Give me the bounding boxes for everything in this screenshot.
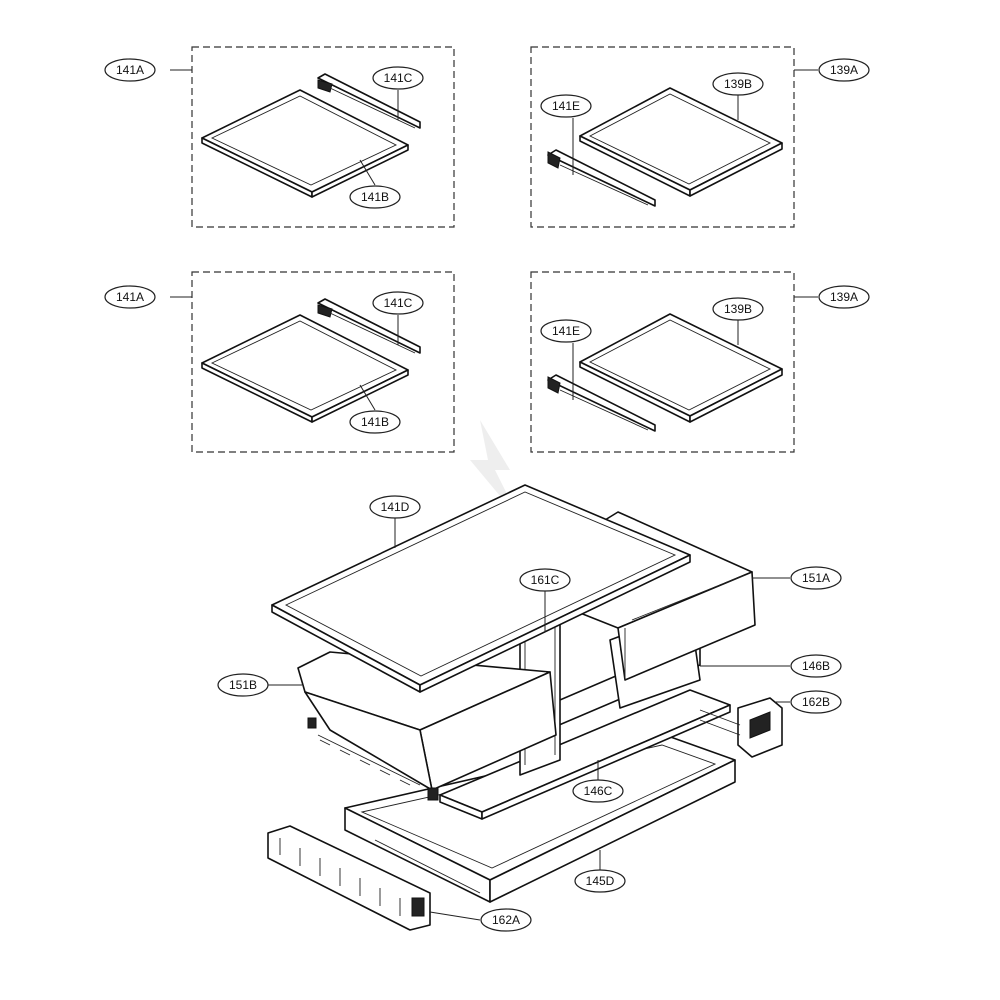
svg-text:146C: 146C (584, 784, 613, 798)
callout-141e-mid: 141E (540, 319, 592, 343)
svg-text:141A: 141A (116, 290, 144, 304)
svg-text:139A: 139A (830, 63, 858, 77)
glass-cover-146c[interactable] (439, 689, 731, 820)
side-bracket-162b[interactable] (699, 697, 783, 758)
shelf-group-141a-mid (170, 271, 455, 453)
shelf-rail-141e[interactable] (547, 149, 656, 207)
callout-141a-mid: 141A (104, 285, 156, 309)
svg-text:141B: 141B (361, 415, 389, 429)
crisper-drawer-151b[interactable] (297, 651, 557, 801)
svg-text:162B: 162B (802, 695, 830, 709)
callout-141c-mid: 141C (372, 291, 424, 315)
callout-139b-mid: 139B (712, 297, 764, 321)
glass-shelf-141b[interactable] (201, 89, 409, 198)
callout-151b: 151B (217, 673, 269, 697)
callout-141b-top: 141B (349, 185, 401, 209)
svg-text:141B: 141B (361, 190, 389, 204)
callout-139a-mid: 139A (818, 285, 870, 309)
shelf-rail-141c[interactable] (317, 73, 421, 129)
front-bracket-162a[interactable] (267, 825, 431, 931)
glass-cover-141d[interactable] (271, 484, 691, 693)
svg-text:141E: 141E (552, 324, 580, 338)
svg-text:146B: 146B (802, 659, 830, 673)
shelf-rail-141e-mid[interactable] (547, 374, 656, 432)
glass-shelf-139b[interactable] (579, 87, 783, 197)
svg-text:141C: 141C (384, 71, 413, 85)
callout-162b: 162B (790, 690, 842, 714)
callout-161c: 161C (519, 568, 571, 592)
glass-shelf-141b-mid[interactable] (201, 314, 409, 423)
svg-text:161C: 161C (531, 573, 560, 587)
svg-text:151A: 151A (802, 571, 830, 585)
callout-141d: 141D (369, 495, 421, 519)
svg-text:151B: 151B (229, 678, 257, 692)
callout-141c-top: 141C (372, 66, 424, 90)
callout-141e-top: 141E (540, 94, 592, 118)
svg-text:141D: 141D (381, 500, 410, 514)
svg-text:139B: 139B (724, 302, 752, 316)
svg-text:162A: 162A (492, 913, 520, 927)
shelf-group-139a-mid (530, 271, 818, 453)
callout-141b-mid: 141B (349, 410, 401, 434)
svg-text:141C: 141C (384, 296, 413, 310)
callout-141a-top: 141A (104, 58, 156, 82)
drawer-tray-145d[interactable] (344, 734, 736, 903)
shelf-group-139a-top (530, 46, 818, 228)
callout-162a: 162A (480, 908, 532, 932)
callout-151a: 151A (790, 566, 842, 590)
glass-shelf-139b-mid[interactable] (579, 313, 783, 423)
svg-text:139B: 139B (724, 77, 752, 91)
callout-146b: 146B (790, 654, 842, 678)
svg-text:141E: 141E (552, 99, 580, 113)
callout-139b-top: 139B (712, 72, 764, 96)
callout-145d: 145D (574, 869, 626, 893)
callout-146c: 146C (572, 779, 624, 803)
shelf-rail-141c-mid[interactable] (317, 298, 421, 354)
callout-139a-top: 139A (818, 58, 870, 82)
svg-text:141A: 141A (116, 63, 144, 77)
svg-text:145D: 145D (586, 874, 615, 888)
shelf-group-141a-top (170, 46, 455, 228)
svg-text:139A: 139A (830, 290, 858, 304)
crisper-assembly (267, 484, 790, 931)
